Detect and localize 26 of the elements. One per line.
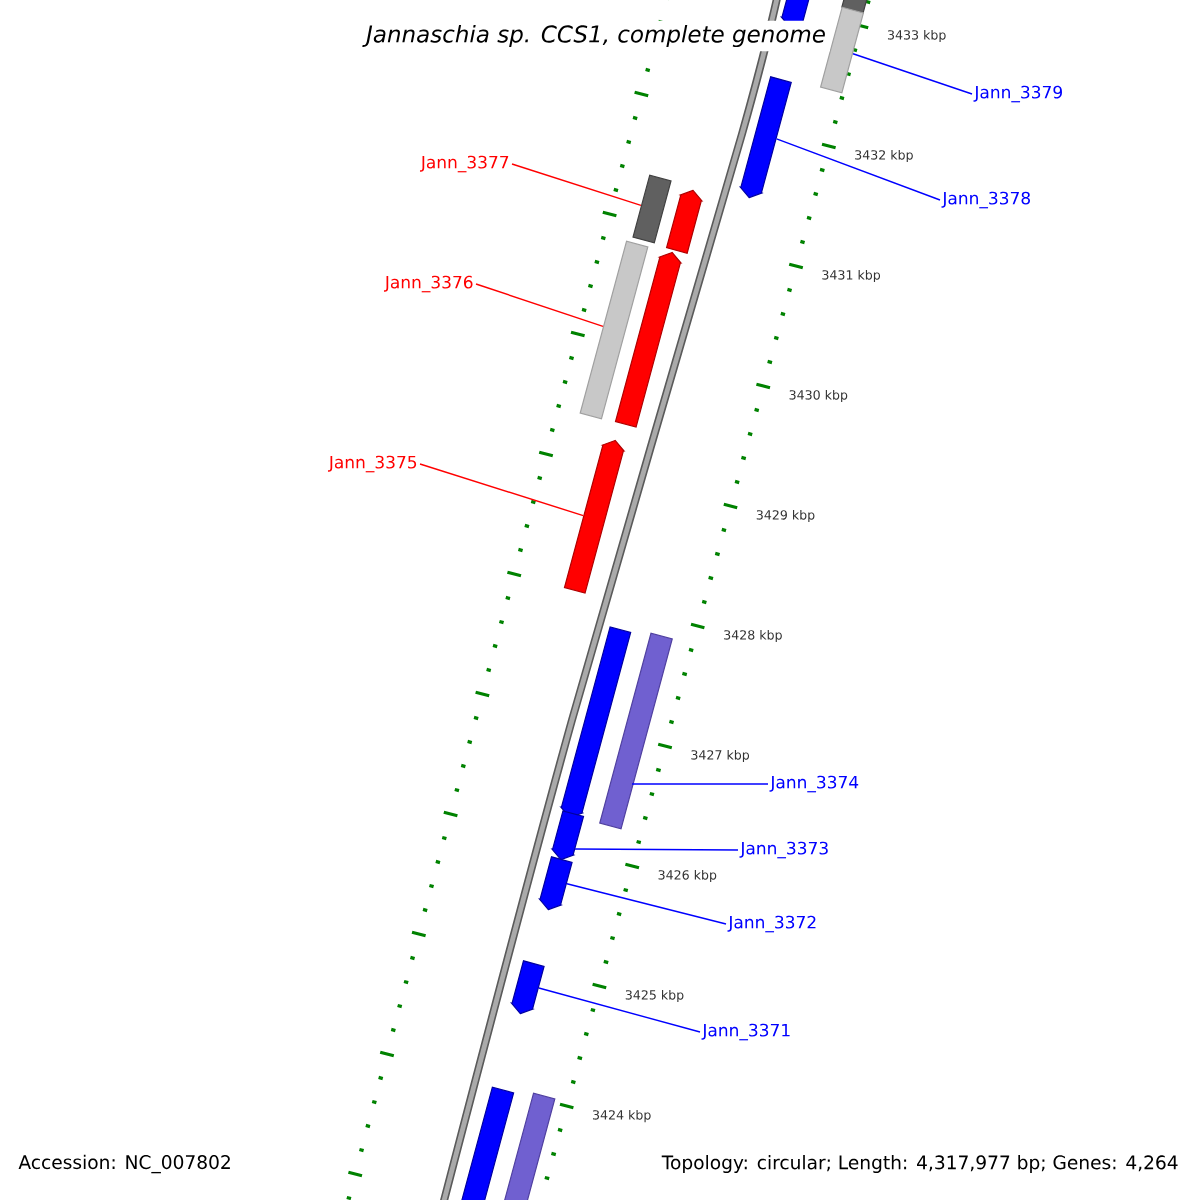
leader-line: [852, 53, 973, 95]
title: Jannaschia sp. CCS1, complete genome: [362, 20, 830, 52]
accession-text: Accession: NC_007802: [16, 1152, 234, 1176]
gene-label: Jann_3377: [420, 155, 509, 173]
leader-line: [574, 848, 739, 851]
gene-label: Jann_3379: [973, 85, 1062, 103]
gene-label: Jann_3376: [384, 275, 473, 293]
gene-label: Jann_3375: [328, 455, 417, 473]
gene-feature: [632, 174, 672, 244]
genome-info-text: Topology: circular; Length: 4,317,977 bp; Genes: 4,264: [658, 1152, 1182, 1176]
leader-line: [566, 883, 727, 925]
gene-label: Jann_3373: [739, 841, 828, 859]
gene-feature: [500, 1092, 556, 1200]
gene-label: Jann_3378: [941, 191, 1030, 209]
gene-feature: [599, 632, 673, 830]
leader-line: [631, 783, 769, 785]
leader-line: [475, 283, 604, 328]
gene-label: Jann_3371: [701, 1023, 790, 1041]
gene-feature: [579, 240, 649, 420]
leader-line: [538, 987, 701, 1033]
gene-label: Jann_3374: [769, 775, 859, 793]
leader-line: [511, 163, 642, 207]
leader-line: [419, 463, 584, 517]
gene-feature: [457, 1086, 515, 1200]
gene-label: Jann_3372: [727, 915, 816, 933]
leader-line: [775, 138, 941, 201]
